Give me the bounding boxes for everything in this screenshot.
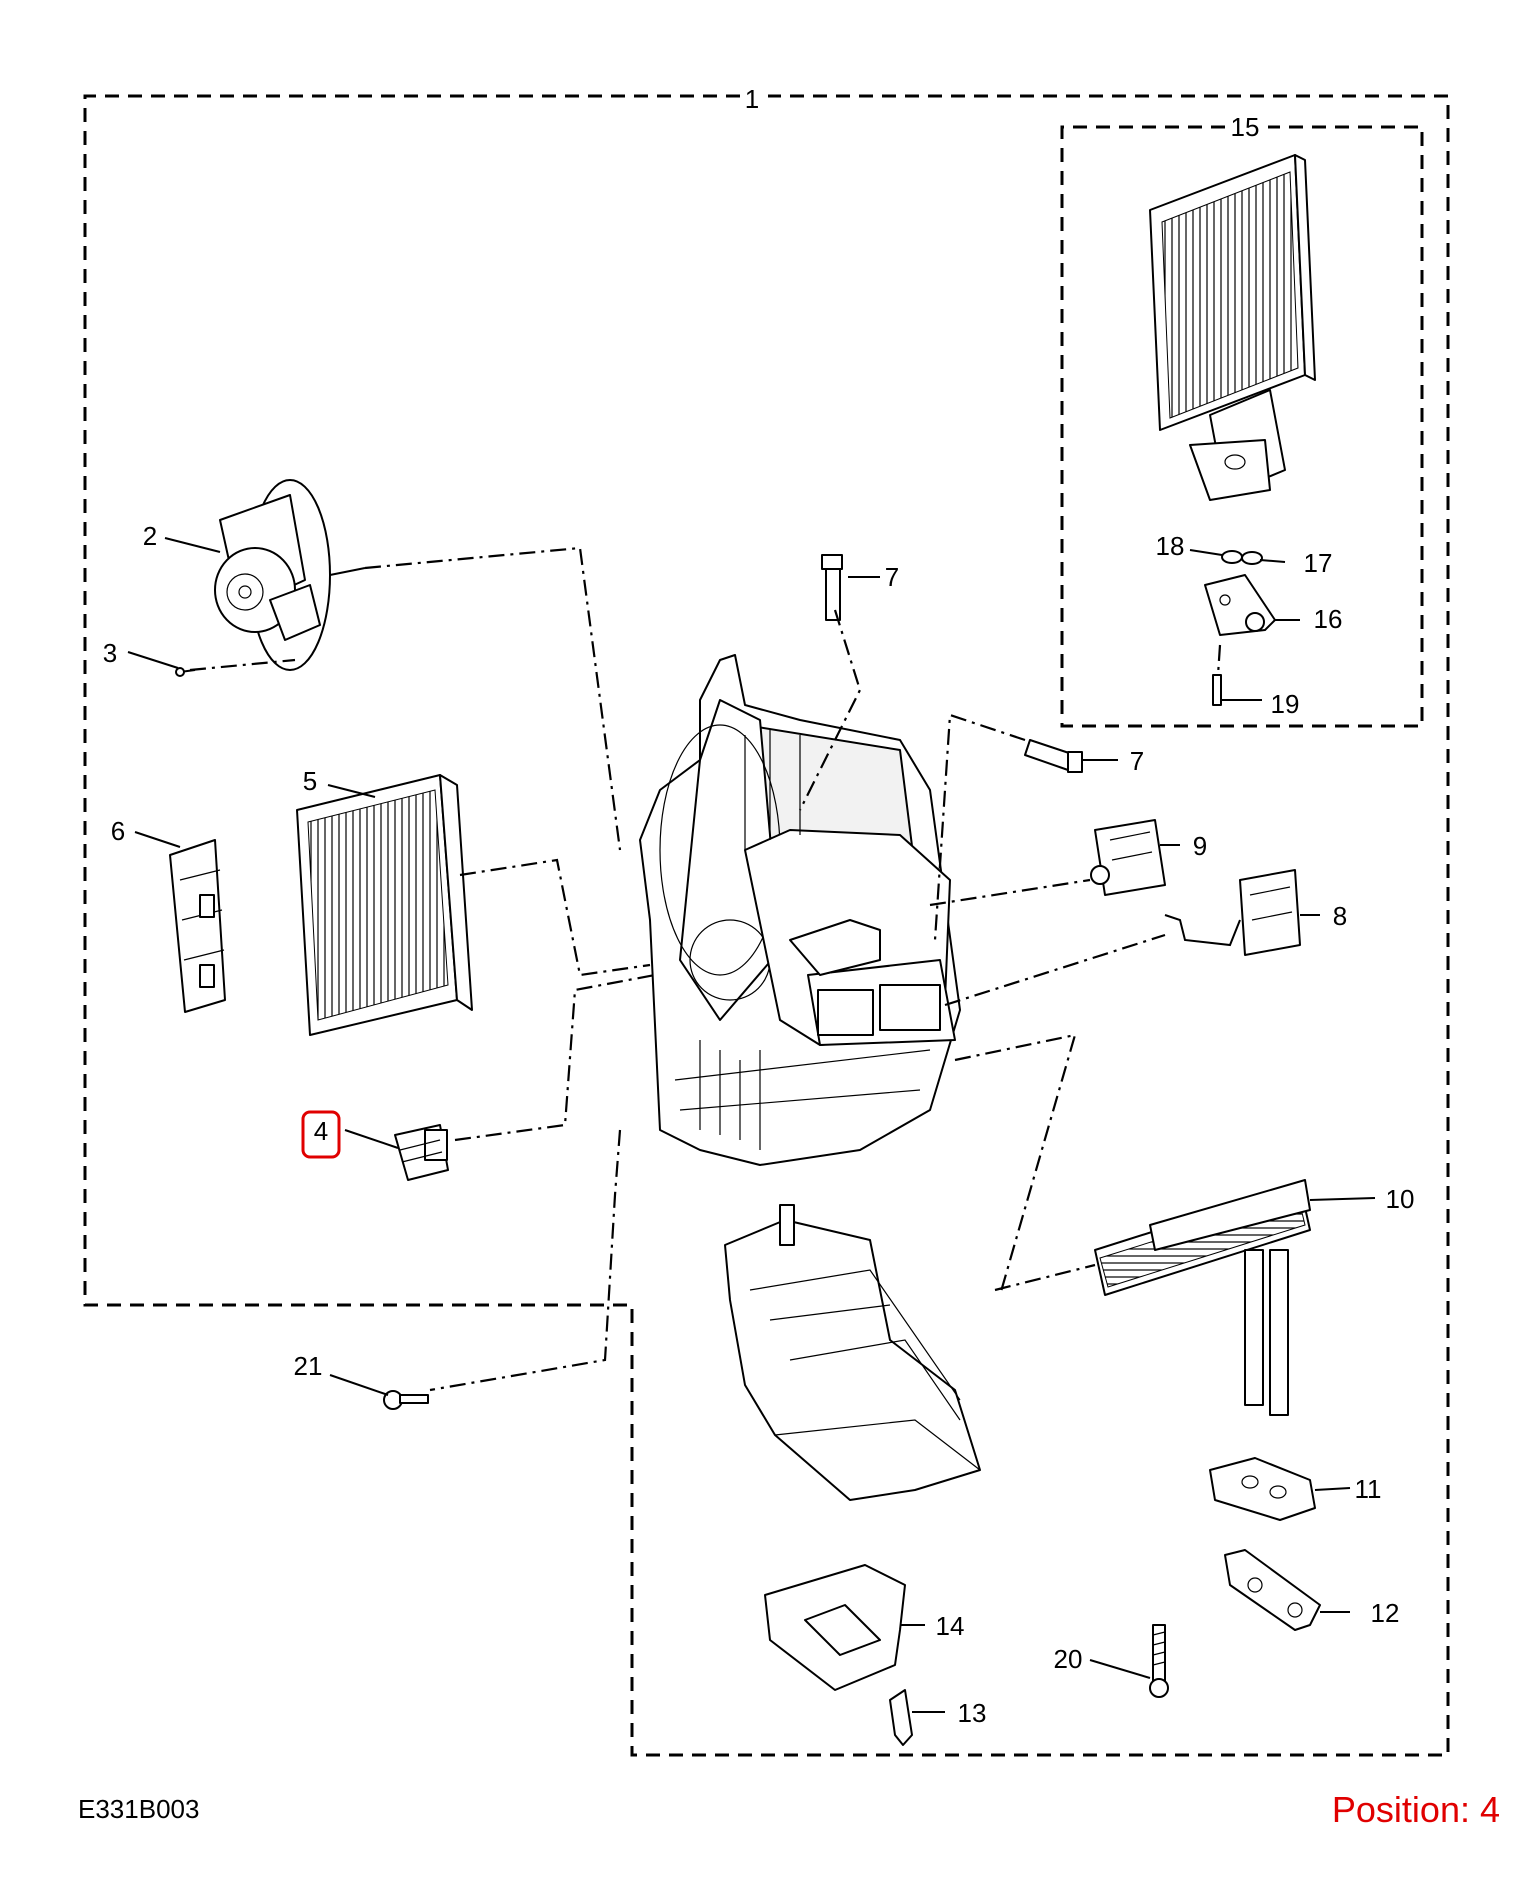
callout-4[interactable]: 4 — [301, 1110, 341, 1159]
bolt-19 — [1212, 674, 1222, 706]
diagram-code: E331B003 — [78, 1794, 199, 1824]
svg-text:19: 19 — [1271, 689, 1300, 719]
actuator-8 — [1164, 869, 1301, 956]
clip-7-right — [1024, 739, 1083, 773]
position-indicator: Position: 4 — [1332, 1789, 1500, 1830]
expansion-valve — [1204, 574, 1276, 636]
clip-13 — [889, 1689, 913, 1746]
blower-motor — [214, 479, 366, 671]
callout-8[interactable]: 8 — [1333, 901, 1347, 931]
callout-14[interactable]: 14 — [936, 1611, 965, 1641]
svg-text:10: 10 — [1386, 1184, 1415, 1214]
svg-text:14: 14 — [936, 1611, 965, 1641]
callout-10[interactable]: 10 — [1386, 1184, 1415, 1214]
callout-6[interactable]: 6 — [111, 816, 125, 846]
blower-resistor — [394, 1124, 449, 1181]
callout-20[interactable]: 20 — [1054, 1644, 1083, 1674]
callout-2[interactable]: 2 — [143, 521, 157, 551]
svg-text:13: 13 — [958, 1698, 987, 1728]
cabin-filter — [296, 774, 473, 1036]
svg-text:11: 11 — [1355, 1474, 1382, 1504]
evaporator-core — [1149, 154, 1316, 501]
assembly-boundary — [83, 94, 1450, 1757]
seal-14 — [764, 1564, 906, 1691]
svg-text:7: 7 — [1130, 746, 1144, 776]
svg-text:17: 17 — [1304, 548, 1333, 578]
svg-text:2: 2 — [143, 521, 157, 551]
svg-text:20: 20 — [1054, 1644, 1083, 1674]
svg-text:18: 18 — [1156, 531, 1185, 561]
callout-11[interactable]: 11 — [1355, 1474, 1382, 1504]
callout-9[interactable]: 9 — [1193, 831, 1207, 861]
svg-text:8: 8 — [1333, 901, 1347, 931]
svg-text:21: 21 — [294, 1351, 323, 1381]
callout-7-right[interactable]: 7 — [1130, 746, 1144, 776]
callout-19[interactable]: 19 — [1271, 689, 1300, 719]
callout-18[interactable]: 18 — [1156, 531, 1185, 561]
callout-3[interactable]: 3 — [103, 638, 117, 668]
callout-7-top[interactable]: 7 — [885, 562, 899, 592]
callout-13[interactable]: 13 — [958, 1698, 987, 1728]
svg-text:1: 1 — [745, 84, 759, 114]
svg-text:15: 15 — [1231, 112, 1260, 142]
heater-core — [1094, 1179, 1311, 1416]
callout-15[interactable]: 15 — [1231, 112, 1260, 142]
svg-text:5: 5 — [303, 766, 317, 796]
actuator-9 — [1090, 819, 1166, 896]
filter-bracket — [169, 839, 226, 1013]
connection-lines — [189, 546, 1222, 1392]
lower-housing — [724, 1204, 981, 1501]
callout-5[interactable]: 5 — [303, 766, 317, 796]
leader-lines — [127, 537, 1376, 1713]
callout-1[interactable]: 1 — [745, 84, 759, 114]
o-rings — [1221, 550, 1263, 565]
callout-17[interactable]: 17 — [1304, 548, 1333, 578]
clip-7-top — [821, 554, 843, 621]
svg-text:7: 7 — [885, 562, 899, 592]
svg-text:6: 6 — [111, 816, 125, 846]
screw-20 — [1149, 1624, 1169, 1698]
callout-12[interactable]: 12 — [1371, 1598, 1400, 1628]
callout-16[interactable]: 16 — [1314, 604, 1343, 634]
svg-text:3: 3 — [103, 638, 117, 668]
svg-text:12: 12 — [1371, 1598, 1400, 1628]
selected-callout-marker — [301, 1110, 341, 1159]
bolt-21 — [383, 1390, 429, 1410]
seal-12 — [1224, 1549, 1321, 1631]
svg-text:16: 16 — [1314, 604, 1343, 634]
svg-text:4: 4 — [314, 1116, 328, 1146]
hvac-housing — [639, 654, 961, 1166]
svg-text:9: 9 — [1193, 831, 1207, 861]
grommet-11 — [1209, 1457, 1316, 1521]
callout-21[interactable]: 21 — [294, 1351, 323, 1381]
